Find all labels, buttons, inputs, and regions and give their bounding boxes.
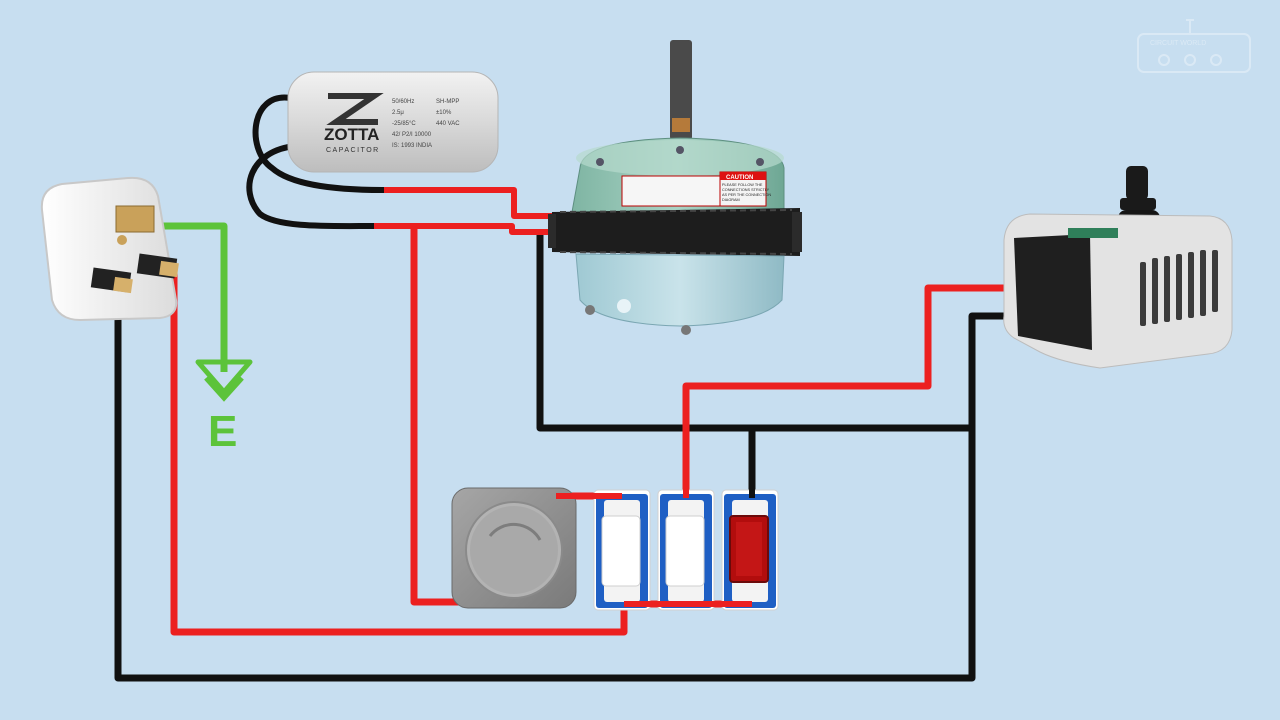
capacitor-spec-r1: SH-MPP (436, 99, 459, 105)
motor-caution-line-1: PLEASE FOLLOW THE (722, 183, 763, 187)
capacitor-spec-3: -25/85°C (392, 121, 416, 127)
capacitor-lead-1 (252, 94, 385, 193)
motor-caution-line-4: DIAGRAM (722, 198, 740, 202)
neutral-wire-motor (536, 232, 972, 432)
capacitor-spec-2: 2.5μ (392, 110, 404, 116)
indicator-icon (721, 489, 779, 611)
pump-icon (1003, 166, 1233, 369)
wires (114, 94, 1022, 682)
switch-icon (593, 489, 651, 611)
regulator-icon (451, 487, 577, 609)
motor-caution-line-3: AS PER THE CONNECTION (722, 193, 771, 197)
earth-label: E (208, 407, 237, 456)
switch-icon (657, 489, 715, 611)
motor-caution-title: CAUTION (726, 175, 753, 181)
watermark-icon: CIRCUIT WORLD (1137, 19, 1251, 73)
capacitor-spec-r2: ±10% (436, 110, 452, 116)
watermark-text: CIRCUIT WORLD (1150, 40, 1206, 47)
motor-icon: CAUTION PLEASE FOLLOW THE CONNECTIONS ST… (548, 40, 802, 335)
capacitor-wire-to-motor-2 (374, 223, 556, 235)
regulator-input-wire (410, 226, 466, 606)
capacitor-brand-sub: CAPACITOR (326, 147, 380, 154)
plug-icon (40, 176, 179, 322)
capacitor-icon: ZOTTA CAPACITOR 50/60Hz 2.5μ -25/85°C 42… (287, 71, 499, 173)
capacitor-spec-4: 42/ P2/I 10000 (392, 132, 432, 138)
capacitor-wire-to-motor-1 (384, 187, 556, 219)
capacitor-lead-2 (246, 143, 375, 230)
capacitor-spec-1: 50/60Hz (392, 99, 414, 105)
motor-caution-line-2: CONNECTIONS STRICTLY (722, 188, 770, 192)
capacitor-brand: ZOTTA (324, 125, 379, 144)
pump-live-wire (682, 284, 1020, 498)
earth-wire (152, 222, 228, 372)
earth-symbol-icon (195, 359, 253, 402)
capacitor-spec-5: IS: 1993 INDIA (392, 143, 432, 149)
neutral-wire-main (114, 290, 1022, 682)
capacitor-spec-r3: 440 VAC (436, 121, 460, 127)
